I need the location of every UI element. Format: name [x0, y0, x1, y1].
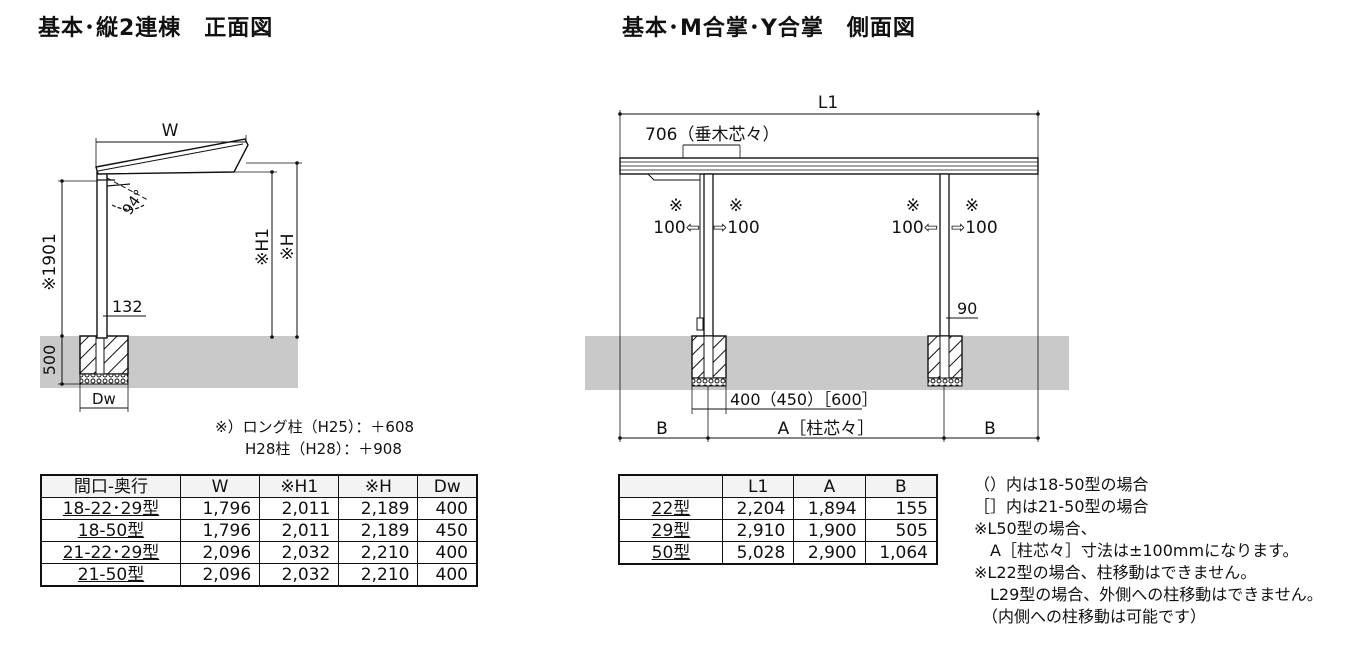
- dim-b-left: B: [656, 419, 668, 439]
- mark-4: ※: [965, 196, 979, 216]
- cell: 1,064: [864, 541, 938, 565]
- table-row: 18-22･29型 1,796 2,011 2,189 400: [40, 497, 478, 520]
- table-row: 21-50型 2,096 2,032 2,210 400: [40, 563, 478, 587]
- table-header-row: L1 A B: [618, 474, 938, 498]
- cell: 18-22･29型: [40, 497, 181, 520]
- cell: 1,900: [793, 519, 866, 542]
- col-header: A: [793, 474, 866, 498]
- note-line: （内側への柱移動は可能です）: [974, 607, 1207, 626]
- mark-2: ※: [729, 196, 743, 216]
- cell: 400: [417, 541, 478, 564]
- cell: 2,189: [338, 497, 419, 520]
- col-header: L1: [721, 474, 795, 498]
- table-header-row: 間口-奥行 W ※H1 ※H Dw: [40, 474, 478, 498]
- long-post-note-2: H28柱（H28）：＋908: [245, 440, 402, 458]
- cell: 1,796: [179, 497, 261, 520]
- cell: 1,894: [793, 497, 866, 520]
- side-view-title: 基本･M合掌･Y合掌 側面図: [622, 16, 916, 41]
- front-roof: [95, 138, 249, 175]
- move-right-2: ⇨100: [951, 218, 998, 238]
- ground-right: [585, 336, 1069, 390]
- dim-angle: 94°: [119, 186, 149, 218]
- move-left-1: 100⇦: [653, 218, 700, 238]
- dim-post-132: 132: [112, 297, 143, 316]
- front-post: [96, 171, 108, 339]
- col-header: [618, 474, 723, 498]
- notes-block: （）内は18-50型の場合 ［］内は21-50型の場合 ※L50型の場合、 A［…: [974, 474, 1323, 628]
- cell: 2,011: [259, 519, 340, 542]
- cell: 450: [417, 519, 478, 542]
- front-view-title: 基本･縦2連棟 正面図: [38, 16, 274, 41]
- side-spec-table: L1 A B 22型 2,204 1,894 155 29型 2,910 1,9…: [618, 474, 938, 565]
- dim-depth-500: 500: [40, 345, 59, 376]
- mark-1: ※: [669, 196, 683, 216]
- table-row: 29型 2,910 1,900 505: [618, 519, 938, 542]
- table-row: 50型 5,028 2,900 1,064: [618, 541, 938, 565]
- col-header: 間口-奥行: [40, 474, 181, 498]
- dim-1901: ※1901: [40, 233, 60, 291]
- side-view-drawing: L1 706（垂木芯々） ※ ※ 100⇦ ⇨100 ※ ※ 100⇦ ⇨100…: [585, 93, 1069, 442]
- cell: 2,204: [721, 497, 795, 520]
- long-post-note-1: ※）ロング柱（H25）：＋608: [215, 418, 415, 436]
- cell: 505: [864, 519, 938, 542]
- mark-3: ※: [906, 196, 920, 216]
- dim-h: ※H: [278, 233, 298, 260]
- table-row: 22型 2,204 1,894 155: [618, 497, 938, 520]
- dim-foundation: 400（450）［600］: [730, 390, 878, 409]
- dim-post-90: 90: [957, 299, 977, 318]
- dim-l1: L1: [818, 93, 838, 113]
- cell: 2,032: [259, 563, 340, 587]
- ground-left: [40, 336, 298, 388]
- cell: 2,910: [721, 519, 795, 542]
- col-header: ※H: [338, 474, 419, 498]
- table-row: 18-50型 1,796 2,011 2,189 450: [40, 519, 478, 542]
- cell: 2,096: [179, 541, 261, 564]
- side-post-left: [703, 173, 714, 337]
- table-row: 21-22･29型 2,096 2,032 2,210 400: [40, 541, 478, 564]
- cell: 2,210: [338, 541, 419, 564]
- note-line: （）内は18-50型の場合: [974, 475, 1149, 494]
- dim-b-right: B: [984, 419, 996, 439]
- note-line: A［柱芯々］寸法は±100mmになります。: [974, 541, 1299, 560]
- cell: 21-22･29型: [40, 541, 181, 564]
- note-line: L29型の場合、外側への柱移動はできません。: [974, 585, 1323, 604]
- cell: 2,189: [338, 519, 419, 542]
- col-header: B: [864, 474, 938, 498]
- move-left-2: 100⇦: [891, 218, 938, 238]
- dim-dw: Dw: [92, 390, 116, 408]
- cell: 2,210: [338, 563, 419, 587]
- cell: 5,028: [721, 541, 795, 565]
- cell: 400: [417, 563, 478, 587]
- cell: 2,096: [179, 563, 261, 587]
- side-post-right: [939, 173, 950, 337]
- dim-rafter-706: 706（垂木芯々）: [645, 125, 779, 145]
- col-header: Dw: [417, 474, 478, 498]
- front-spec-table: 間口-奥行 W ※H1 ※H Dw 18-22･29型 1,796 2,011 …: [40, 474, 478, 587]
- cell: 29型: [618, 519, 723, 542]
- cell: 155: [864, 497, 938, 520]
- dim-w: W: [162, 121, 179, 141]
- col-header: ※H1: [259, 474, 340, 498]
- note-line: ※L50型の場合、: [974, 519, 1097, 538]
- cell: 21-50型: [40, 563, 181, 587]
- cell: 2,011: [259, 497, 340, 520]
- cell: 400: [417, 497, 478, 520]
- move-right-1: ⇨100: [713, 218, 760, 238]
- cell: 1,796: [179, 519, 261, 542]
- cell: 2,032: [259, 541, 340, 564]
- note-line: ［］内は21-50型の場合: [974, 497, 1149, 516]
- cell: 50型: [618, 541, 723, 565]
- cell: 2,900: [793, 541, 866, 565]
- front-view-drawing: W 94° ※1901 ※H1 ※H 132 500 Dw: [40, 121, 302, 412]
- col-header: W: [179, 474, 261, 498]
- note-line: ※L22型の場合、柱移動はできません。: [974, 563, 1257, 582]
- dim-a: A［柱芯々］: [778, 419, 875, 439]
- cell: 18-50型: [40, 519, 181, 542]
- dim-h1: ※H1: [253, 228, 273, 266]
- cell: 22型: [618, 497, 723, 520]
